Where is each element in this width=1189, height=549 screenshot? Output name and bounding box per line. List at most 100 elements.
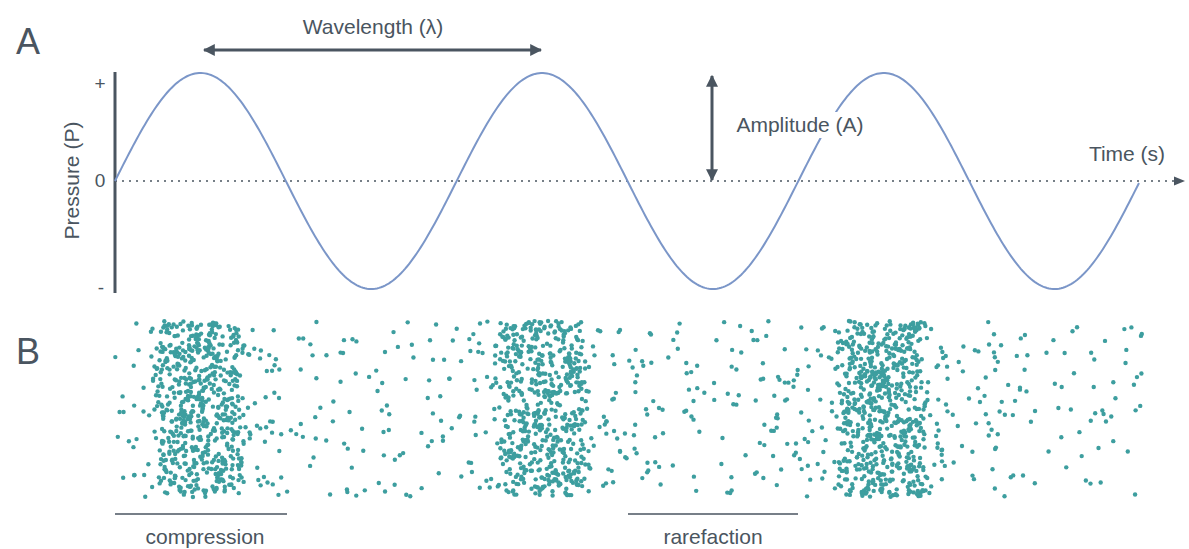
particle: [534, 382, 538, 386]
particle: [984, 412, 988, 416]
particle: [565, 391, 569, 395]
particle: [943, 464, 947, 468]
particle: [289, 428, 293, 432]
particle: [830, 401, 834, 405]
particle: [900, 397, 904, 401]
particle: [862, 387, 866, 391]
particle: [580, 397, 584, 401]
particle: [577, 470, 581, 474]
particle: [861, 458, 865, 462]
particle: [191, 434, 195, 438]
particle: [525, 411, 529, 415]
particle: [172, 390, 176, 394]
particle: [503, 418, 507, 422]
particle: [902, 434, 906, 438]
particle: [540, 362, 544, 366]
particle: [890, 469, 894, 473]
particle: [252, 347, 256, 351]
particle: [510, 441, 514, 445]
particle: [173, 352, 177, 356]
particle: [914, 385, 918, 389]
particle: [181, 400, 185, 404]
particle: [1096, 446, 1100, 450]
particle: [730, 348, 734, 352]
particle: [908, 389, 912, 393]
particle: [728, 491, 732, 495]
particle: [990, 467, 994, 471]
particle: [591, 344, 595, 348]
particle: [852, 407, 856, 411]
particle: [856, 423, 860, 427]
particle: [1053, 382, 1057, 386]
particle: [555, 439, 559, 443]
particle: [588, 466, 592, 470]
particle: [837, 383, 841, 387]
particle: [586, 489, 590, 493]
particle: [886, 411, 890, 415]
particle: [169, 419, 173, 423]
particle: [574, 478, 578, 482]
particle: [850, 450, 854, 454]
particle: [856, 428, 860, 432]
particle: [514, 492, 518, 496]
particle: [231, 379, 235, 383]
particle: [459, 474, 463, 478]
particle: [615, 436, 619, 440]
particle: [363, 488, 367, 492]
particle: [314, 436, 318, 440]
particle: [197, 374, 201, 378]
particle: [523, 455, 527, 459]
particle: [318, 406, 322, 410]
particle: [196, 424, 200, 428]
particle: [888, 477, 892, 481]
sine-wave: [115, 73, 1139, 289]
particle: [843, 387, 847, 391]
particle: [184, 390, 188, 394]
particle: [234, 370, 238, 374]
particle: [539, 475, 543, 479]
particle: [841, 411, 845, 415]
particle: [172, 334, 176, 338]
particle: [485, 319, 489, 323]
particle: [191, 464, 195, 468]
particle: [558, 447, 562, 451]
particle: [552, 477, 556, 481]
particle: [859, 357, 863, 361]
particle: [855, 455, 859, 459]
particle: [889, 402, 893, 406]
particle: [911, 455, 915, 459]
particle: [887, 336, 891, 340]
particle: [187, 467, 191, 471]
particle: [604, 481, 608, 485]
particle: [849, 444, 853, 448]
particle: [859, 369, 863, 373]
particle: [408, 494, 412, 498]
particle: [945, 364, 949, 368]
particle: [1133, 408, 1137, 412]
particle: [154, 436, 158, 440]
particle: [914, 390, 918, 394]
particle: [451, 338, 455, 342]
particle: [901, 371, 905, 375]
particle: [548, 343, 552, 347]
particle: [915, 474, 919, 478]
particle: [808, 477, 812, 481]
particle: [602, 415, 606, 419]
particle: [978, 400, 982, 404]
particle: [578, 366, 582, 370]
particle: [883, 391, 887, 395]
particle: [579, 438, 583, 442]
particle: [729, 475, 733, 479]
particle: [246, 352, 250, 356]
particle: [168, 478, 172, 482]
particle: [839, 339, 843, 343]
particle: [842, 392, 846, 396]
particle: [113, 355, 117, 359]
particle: [206, 452, 210, 456]
particle: [1111, 380, 1115, 384]
particle: [174, 416, 178, 420]
particle: [134, 321, 138, 325]
particle: [871, 334, 875, 338]
particle: [540, 353, 544, 357]
